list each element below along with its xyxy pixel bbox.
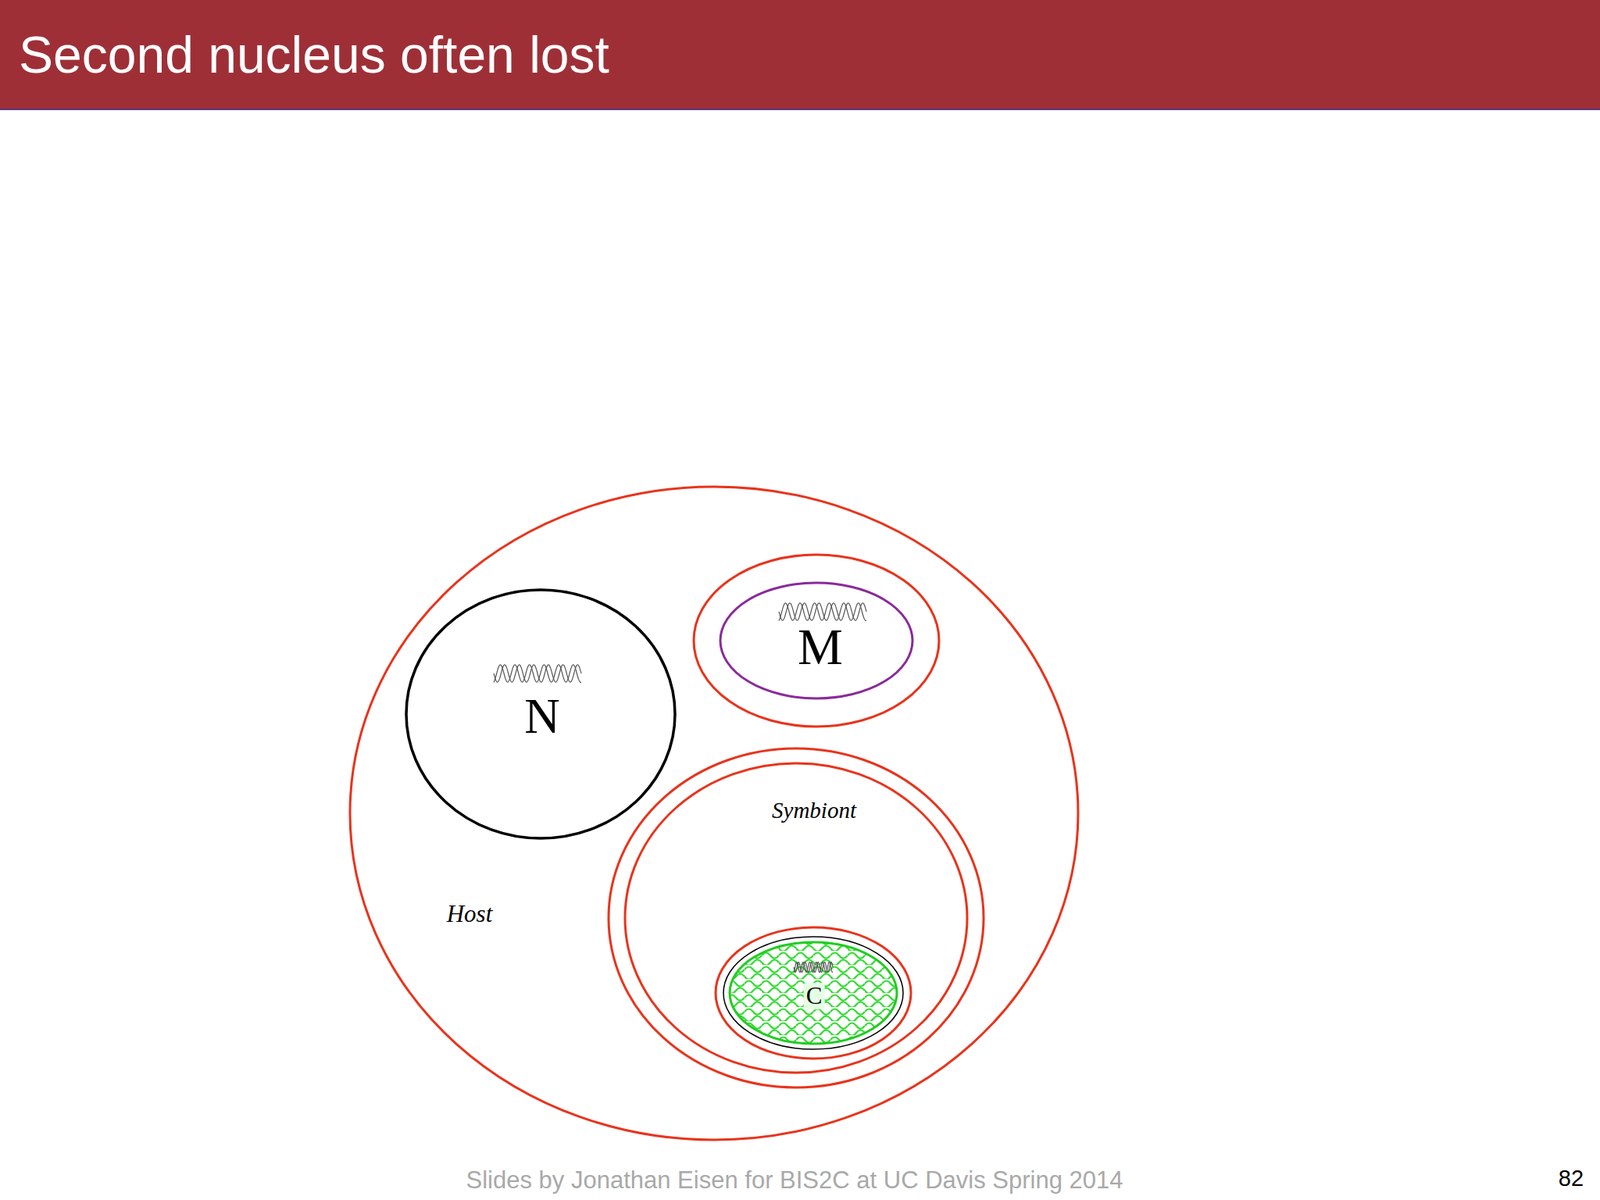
node-label: M <box>797 619 843 676</box>
membrane <box>723 936 904 1050</box>
nucleus: N <box>406 589 675 839</box>
membrane <box>693 554 940 727</box>
node-label: N <box>524 689 561 744</box>
membrane <box>608 748 984 1088</box>
slide-title: Second nucleus often lost <box>18 25 610 85</box>
dna-squiggle <box>793 961 833 972</box>
slide-number: 82 <box>1558 1165 1584 1192</box>
dna-squiggle <box>493 664 582 683</box>
membrane <box>625 763 968 1073</box>
membrane <box>715 927 911 1059</box>
dna-squiggle <box>778 603 867 622</box>
chloroplast: C <box>715 927 911 1059</box>
host-cell: Host N M SymbiontC <box>350 486 1079 1140</box>
node-label: Host <box>446 900 493 928</box>
node-label: C <box>803 982 825 1010</box>
node-label: Symbiont <box>771 798 857 824</box>
membrane <box>720 582 913 699</box>
membrane <box>406 589 675 839</box>
membrane <box>729 942 897 1044</box>
mitochondrion: M <box>693 554 940 727</box>
symbiont-cell: SymbiontC <box>608 748 984 1088</box>
title-bar: Second nucleus often lost <box>0 0 1600 111</box>
footer-credit: Slides by Jonathan Eisen for BIS2C at UC… <box>466 1166 1124 1195</box>
membrane <box>350 486 1079 1140</box>
